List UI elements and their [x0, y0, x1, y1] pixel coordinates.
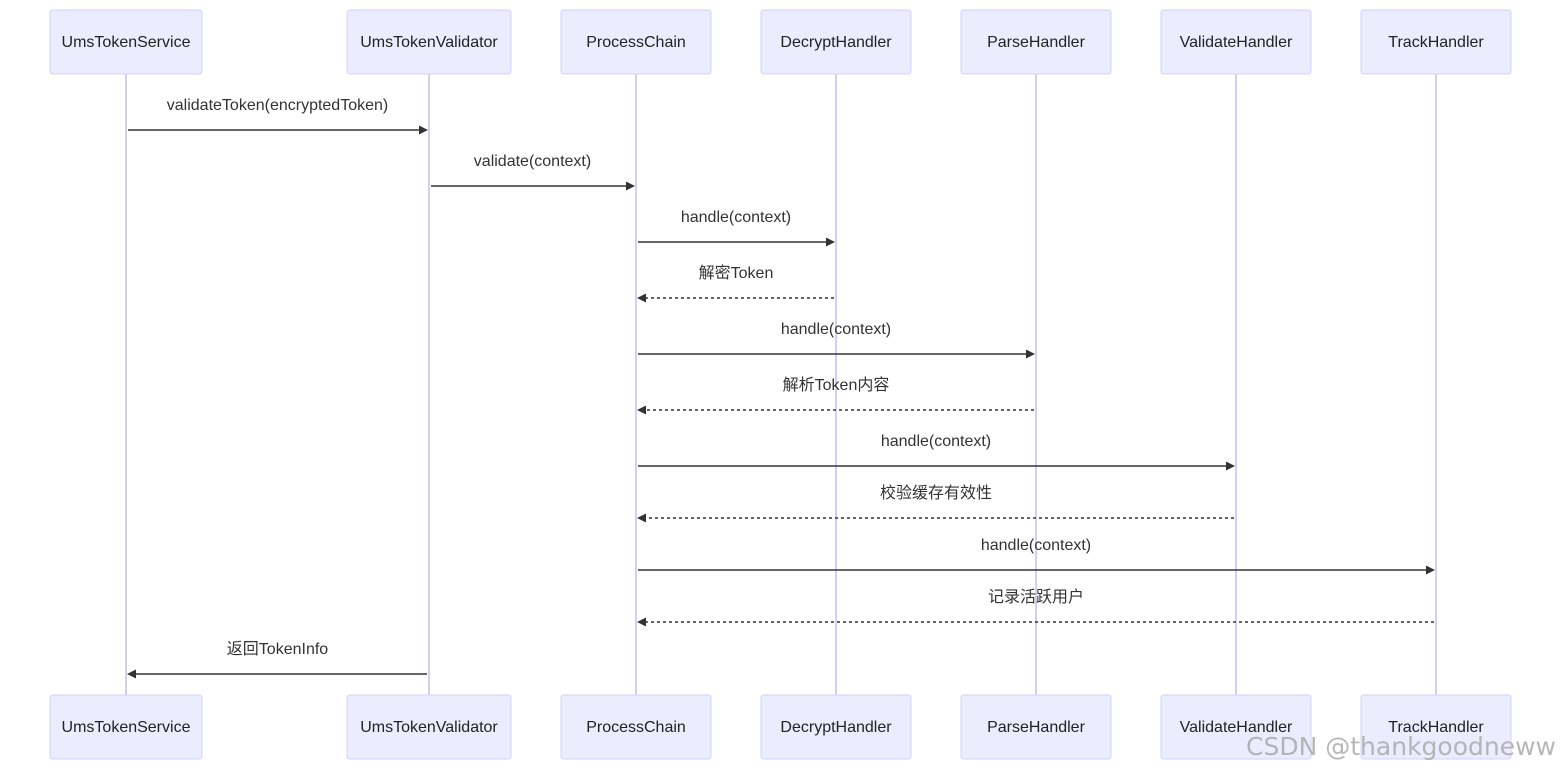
- actor-box: [960, 694, 1112, 760]
- actor-box: [1360, 9, 1512, 75]
- arrowhead: [626, 181, 635, 191]
- actor-label: TrackHandler: [1388, 34, 1484, 51]
- message-4: handle(context): [638, 321, 1035, 359]
- actor-box: [49, 694, 203, 760]
- message-label: validate(context): [474, 153, 591, 170]
- actor-box: [560, 694, 712, 760]
- arrowhead: [1426, 565, 1435, 575]
- messages: validateToken(encryptedToken) validate(co…: [127, 97, 1435, 679]
- message-1: validate(context): [431, 153, 635, 191]
- actor-box: [346, 9, 512, 75]
- message-label: 校验缓存有效性: [880, 484, 992, 502]
- actor-box: [1160, 694, 1312, 760]
- actor-label: UmsTokenService: [62, 34, 191, 51]
- message-label: 返回TokenInfo: [227, 640, 328, 658]
- actor-label: ParseHandler: [987, 719, 1086, 736]
- actor-parse-bottom: ParseHandler: [960, 694, 1112, 760]
- actor-chain-top: ProcessChain: [560, 9, 712, 75]
- actor-box: [49, 9, 203, 75]
- actor-label: DecryptHandler: [780, 34, 892, 51]
- actor-label: UmsTokenValidator: [360, 719, 498, 736]
- message-10: 返回TokenInfo: [127, 640, 427, 679]
- message-9: 记录活跃用户: [637, 588, 1434, 627]
- message-label: handle(context): [981, 537, 1091, 554]
- message-label: validateToken(encryptedToken): [167, 97, 388, 114]
- actor-val-bottom: UmsTokenValidator: [346, 694, 512, 760]
- arrowhead: [637, 617, 646, 627]
- message-label: 解析Token内容: [783, 376, 890, 394]
- message-3: 解密Token: [637, 264, 834, 303]
- message-8: handle(context): [638, 537, 1435, 575]
- actor-box: [960, 9, 1112, 75]
- actor-label: TrackHandler: [1388, 719, 1484, 736]
- arrowhead: [127, 669, 136, 679]
- message-7: 校验缓存有效性: [637, 484, 1234, 523]
- actor-label: ProcessChain: [586, 719, 686, 736]
- actor-chain-bottom: ProcessChain: [560, 694, 712, 760]
- actor-box: [1160, 9, 1312, 75]
- actors-bottom: UmsTokenService UmsTokenValidator ProcessC…: [49, 694, 1512, 760]
- actor-box: [1360, 694, 1512, 760]
- lifelines: [125, 74, 1437, 695]
- actor-box: [760, 9, 912, 75]
- message-6: handle(context): [638, 433, 1235, 471]
- actor-track-bottom: TrackHandler: [1360, 694, 1512, 760]
- actor-label: UmsTokenValidator: [360, 34, 498, 51]
- message-label: handle(context): [681, 209, 791, 226]
- message-label: handle(context): [881, 433, 991, 450]
- actor-label: ValidateHandler: [1180, 719, 1293, 736]
- message-label: 解密Token: [699, 264, 774, 282]
- actor-label: UmsTokenService: [62, 719, 191, 736]
- message-0: validateToken(encryptedToken): [128, 97, 428, 135]
- actor-svc-top: UmsTokenService: [49, 9, 203, 75]
- message-label: handle(context): [781, 321, 891, 338]
- actor-box: [760, 694, 912, 760]
- message-label: 记录活跃用户: [988, 588, 1084, 606]
- actor-vhand-bottom: ValidateHandler: [1160, 694, 1312, 760]
- message-5: 解析Token内容: [637, 376, 1034, 415]
- message-2: handle(context): [638, 209, 835, 247]
- actor-track-top: TrackHandler: [1360, 9, 1512, 75]
- arrowhead: [419, 125, 428, 135]
- arrowhead: [826, 237, 835, 247]
- actor-val-top: UmsTokenValidator: [346, 9, 512, 75]
- actor-vhand-top: ValidateHandler: [1160, 9, 1312, 75]
- arrowhead: [1026, 349, 1035, 359]
- actor-label: ValidateHandler: [1180, 34, 1293, 51]
- actor-parse-top: ParseHandler: [960, 9, 1112, 75]
- arrowhead: [1226, 461, 1235, 471]
- arrowhead: [637, 513, 646, 523]
- actors-top: UmsTokenService UmsTokenValidator ProcessC…: [49, 9, 1512, 75]
- actor-box: [346, 694, 512, 760]
- actor-label: ProcessChain: [586, 34, 686, 51]
- actor-dec-bottom: DecryptHandler: [760, 694, 912, 760]
- actor-label: DecryptHandler: [780, 719, 892, 736]
- arrowhead: [637, 405, 646, 415]
- actor-svc-bottom: UmsTokenService: [49, 694, 203, 760]
- arrowhead: [637, 293, 646, 303]
- actor-label: ParseHandler: [987, 34, 1086, 51]
- actor-box: [560, 9, 712, 75]
- watermark: CSDN @thankgoodneww: [1246, 732, 1556, 761]
- actor-dec-top: DecryptHandler: [760, 9, 912, 75]
